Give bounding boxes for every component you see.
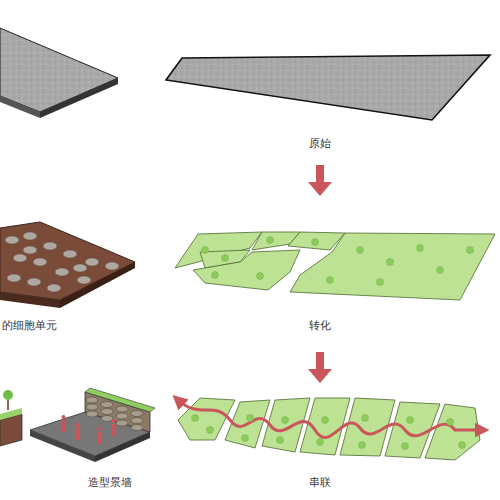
pebble (5, 236, 19, 244)
slab (0, 28, 118, 118)
pebble (23, 246, 37, 254)
pebble (7, 274, 21, 282)
pebble (63, 250, 77, 258)
tree-dot (467, 247, 474, 254)
pebble (13, 254, 27, 262)
tree-dot (257, 273, 264, 280)
cell-unit-slab (0, 222, 135, 308)
stone (101, 416, 113, 422)
tree-dot (437, 267, 444, 274)
tree-dot (402, 443, 409, 450)
tree-dot (377, 279, 384, 286)
tree-dot (207, 427, 214, 434)
tree-dot (362, 415, 369, 422)
tree-dots (192, 237, 474, 450)
tree-dot (407, 417, 414, 424)
caption-label: 造型景墙 (88, 476, 132, 489)
original-slab (166, 55, 490, 120)
pebble (77, 276, 91, 284)
tree-dot (282, 417, 289, 424)
series-arrow (178, 400, 482, 438)
pebble (85, 258, 99, 266)
tree-dot (322, 417, 329, 424)
pebble (43, 242, 57, 250)
tree-dot (417, 245, 424, 252)
stone (116, 420, 128, 426)
pebble (47, 284, 61, 292)
tree-dot (359, 442, 366, 449)
pebble (105, 262, 119, 270)
tree-dot (387, 259, 394, 266)
tree-dot (447, 419, 454, 426)
tree-dot (247, 415, 254, 422)
tree-dot (327, 277, 334, 284)
stone (116, 413, 128, 419)
stone (101, 402, 113, 408)
stone (86, 411, 98, 417)
stone (131, 411, 143, 417)
pebble (23, 232, 37, 240)
caption-label: 的细胞单元 (2, 319, 57, 332)
pebble (73, 264, 87, 272)
pebble (27, 278, 41, 286)
tree-dot (192, 415, 199, 422)
tree-dot (317, 439, 324, 446)
stone (86, 404, 98, 410)
tree-dot (312, 239, 319, 246)
stone (116, 406, 128, 412)
tree-dot (459, 442, 466, 449)
stone (131, 418, 143, 424)
tree-dot (277, 437, 284, 444)
caption-label: 原始 (309, 137, 331, 150)
tree-dot (267, 237, 274, 244)
caption-label: 串联 (309, 476, 331, 489)
tree-dot (357, 247, 364, 254)
stone (86, 397, 98, 403)
transformed-pieces (175, 232, 495, 300)
tree-dot (212, 272, 219, 279)
landscape-wall (0, 388, 155, 462)
pebble (33, 258, 47, 266)
tree-dot (242, 435, 249, 442)
stone (131, 425, 143, 431)
tree-dot (222, 255, 229, 262)
caption-label: 转化 (309, 319, 331, 332)
pebble (55, 268, 69, 276)
tree-dot (202, 247, 209, 254)
stone (101, 409, 113, 415)
